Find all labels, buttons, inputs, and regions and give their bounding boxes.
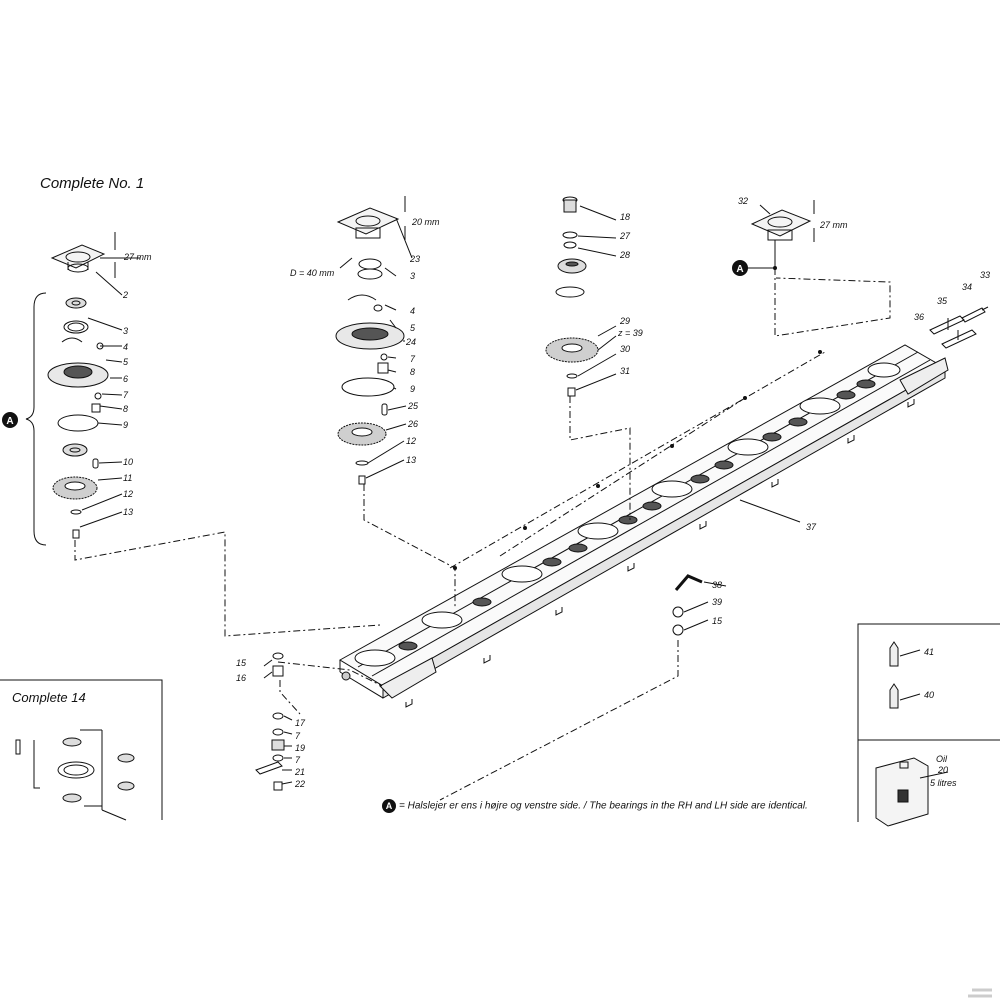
part-label: 3: [410, 271, 415, 281]
part-label: 6: [123, 374, 128, 384]
middle-left-assembly: [335, 196, 413, 485]
oil-label: Oil: [936, 754, 948, 764]
part-label: 37: [806, 522, 817, 532]
part-label: 30: [620, 344, 630, 354]
part-label: 13: [123, 507, 133, 517]
svg-text:A: A: [736, 264, 743, 275]
oil-volume: 5 litres: [930, 778, 957, 788]
footnote-text: = Halslejer er ens i højre og venstre si…: [399, 800, 808, 812]
part-label: 15: [712, 616, 723, 626]
part-label: 4: [410, 306, 415, 316]
assembly-lines: [74, 268, 891, 801]
part-label: 34: [962, 282, 972, 292]
title-complete-no-1: Complete No. 1: [40, 175, 145, 192]
part-label: 35: [937, 296, 948, 306]
part-label: 28: [619, 250, 630, 260]
part-label: 33: [980, 270, 990, 280]
part-label: 40: [924, 690, 934, 700]
title-complete-14: Complete 14: [12, 690, 86, 705]
part-label: 9: [123, 420, 128, 430]
svg-text:A: A: [6, 416, 13, 427]
part-label: 24: [405, 337, 416, 347]
shaft-parts: [929, 306, 989, 349]
part-label: 12: [123, 489, 133, 499]
part-label: 7: [295, 755, 301, 765]
part-label: 17: [295, 718, 306, 728]
part-label: 22: [294, 779, 305, 789]
gear-teeth-z39: z = 39: [617, 328, 643, 338]
dim-27mm-right: 27 mm: [819, 220, 848, 230]
part-label: 41: [924, 647, 934, 657]
part-label: 5: [123, 357, 129, 367]
dim-d40mm: D = 40 mm: [290, 268, 335, 278]
cutter-bar: [339, 344, 949, 708]
dim-27mm-left: 27 mm: [123, 252, 152, 262]
complete-14-box: [0, 679, 163, 821]
part-label: 27: [619, 231, 631, 241]
part-label: 15: [236, 658, 247, 668]
part-label: 16: [236, 673, 246, 683]
right-bearing: [746, 200, 815, 269]
callout-a-right: A: [732, 260, 748, 276]
callout-a-left: A: [2, 412, 18, 428]
part-label: 9: [410, 384, 415, 394]
part-label: 8: [123, 404, 128, 414]
brand-mark: [968, 988, 992, 998]
part-label: 8: [410, 367, 415, 377]
parts-15-16: [263, 652, 284, 679]
part-label: 36: [914, 312, 924, 322]
part-label: 7: [410, 354, 416, 364]
part-label: 29: [619, 316, 630, 326]
part-label: 3: [123, 326, 128, 336]
callout-a-badge: A: [382, 799, 396, 813]
part-label: 18: [620, 212, 630, 222]
part-label: 19: [295, 743, 305, 753]
part-label: 31: [620, 366, 630, 376]
part-label: 25: [407, 401, 419, 411]
part-label: 32: [738, 196, 748, 206]
dim-20mm: 20 mm: [411, 217, 440, 227]
part-label: 4: [123, 342, 128, 352]
part-label: 5: [410, 323, 416, 333]
part-label: 2: [122, 290, 128, 300]
part-label: 7: [123, 390, 129, 400]
part-label: 23: [409, 254, 420, 264]
lubricant-box: [857, 623, 1000, 827]
part-label: 26: [407, 419, 418, 429]
part-label: 13: [406, 455, 416, 465]
part-label: 10: [123, 457, 133, 467]
part-label: 39: [712, 597, 722, 607]
part-label: 38: [712, 580, 722, 590]
part-labels: 2 3 4 5 6 7 8 9 10 11 12 13 23 3 4 5 24 …: [122, 196, 990, 789]
part-label: 11: [123, 473, 132, 483]
left-assembly: [25, 232, 140, 546]
footnote: A= Halslejer er ens i højre og venstre s…: [382, 799, 808, 813]
parts-17-22: [255, 712, 293, 791]
part-label: 7: [295, 731, 301, 741]
oil-number: 20: [937, 765, 948, 775]
part-label: 12: [406, 436, 416, 446]
middle-right-assembly: [545, 196, 617, 397]
parts-38-39-15: [672, 574, 727, 636]
part-label: 21: [294, 767, 305, 777]
